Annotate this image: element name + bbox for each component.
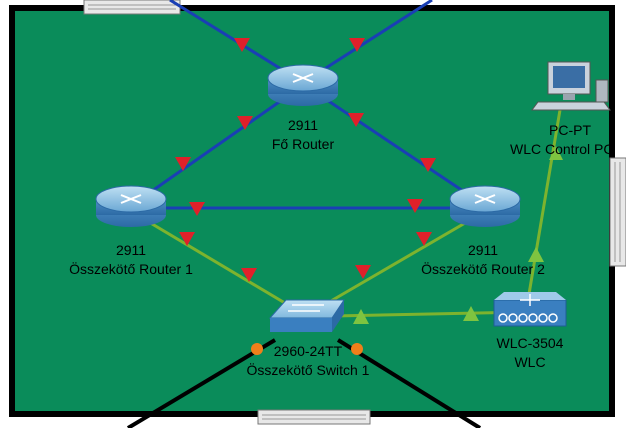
bottom-port-strip (257, 409, 371, 425)
pc-model-label: PC-PT (549, 122, 591, 138)
serial-link-fo-to-r2[interactable] (305, 84, 485, 207)
fo-router-device[interactable] (267, 64, 339, 106)
link-up-triangle (353, 309, 369, 324)
right-port-strip (609, 157, 626, 267)
link-down-triangle (241, 268, 257, 282)
link-down-indicators (175, 38, 436, 282)
osszekoto-router-2-name-label: Összekötő Router 2 (421, 261, 545, 277)
link-down-triangle (420, 158, 436, 172)
pc-name-label: WLC Control PC (510, 141, 614, 157)
wlc-model-label: WLC-3504 (496, 335, 564, 351)
link-up-triangle (528, 247, 544, 262)
ethernet-link-offscreen-bottom-left[interactable] (126, 338, 277, 428)
switch-model-label: 2960-24TT (273, 343, 343, 359)
ethernet-link-r1-to-switch[interactable] (131, 210, 301, 314)
link-down-triangle (407, 199, 423, 213)
link-down-triangle (179, 232, 195, 246)
link-down-triangle (234, 38, 250, 52)
fo-router-name-label: Fő Router (271, 136, 335, 152)
link-down-triangle (349, 38, 365, 52)
router-arrows-icon (474, 194, 496, 204)
link-down-triangle (355, 265, 371, 279)
fo-router-model-label: 2911 (287, 117, 319, 133)
wlc-device[interactable] (493, 292, 567, 327)
osszekoto-router-2-device[interactable] (449, 185, 521, 227)
osszekoto-router-1-name-label: Összekötő Router 1 (69, 261, 193, 277)
pc-device[interactable] (531, 61, 611, 111)
osszekoto-router-1-model-label: 2911 (115, 242, 147, 258)
wlc-name-label: WLC (514, 354, 546, 370)
link-down-triangle (189, 202, 205, 216)
link-down-triangle (175, 157, 191, 171)
osszekoto-router-2-model-label: 2911 (467, 242, 499, 258)
link-pending-dot (351, 343, 363, 355)
switch-arrows-icon (288, 304, 324, 312)
top-port-strip (83, 0, 181, 15)
serial-link-fo-to-r1[interactable] (131, 84, 303, 207)
link-down-triangle (348, 113, 364, 127)
router-arrows-icon (120, 194, 142, 204)
switch-device[interactable] (268, 299, 345, 332)
link-down-triangle (237, 116, 253, 130)
link-pending-dot (251, 343, 263, 355)
link-up-indicators (353, 146, 563, 324)
ethernet-link-r2-to-switch[interactable] (311, 210, 485, 314)
link-up-triangle (549, 146, 563, 160)
link-up-triangle (463, 306, 479, 321)
ethernet-link-offscreen-bottom-right[interactable] (336, 338, 482, 428)
router-arrows-icon (292, 73, 314, 83)
wireless-controller-icon (498, 294, 558, 323)
osszekoto-router-1-device[interactable] (95, 185, 167, 227)
link-down-triangle (416, 232, 432, 246)
ethernet-link-wlc-to-pc[interactable] (526, 109, 562, 301)
switch-name-label: Összekötő Switch 1 (246, 362, 370, 378)
